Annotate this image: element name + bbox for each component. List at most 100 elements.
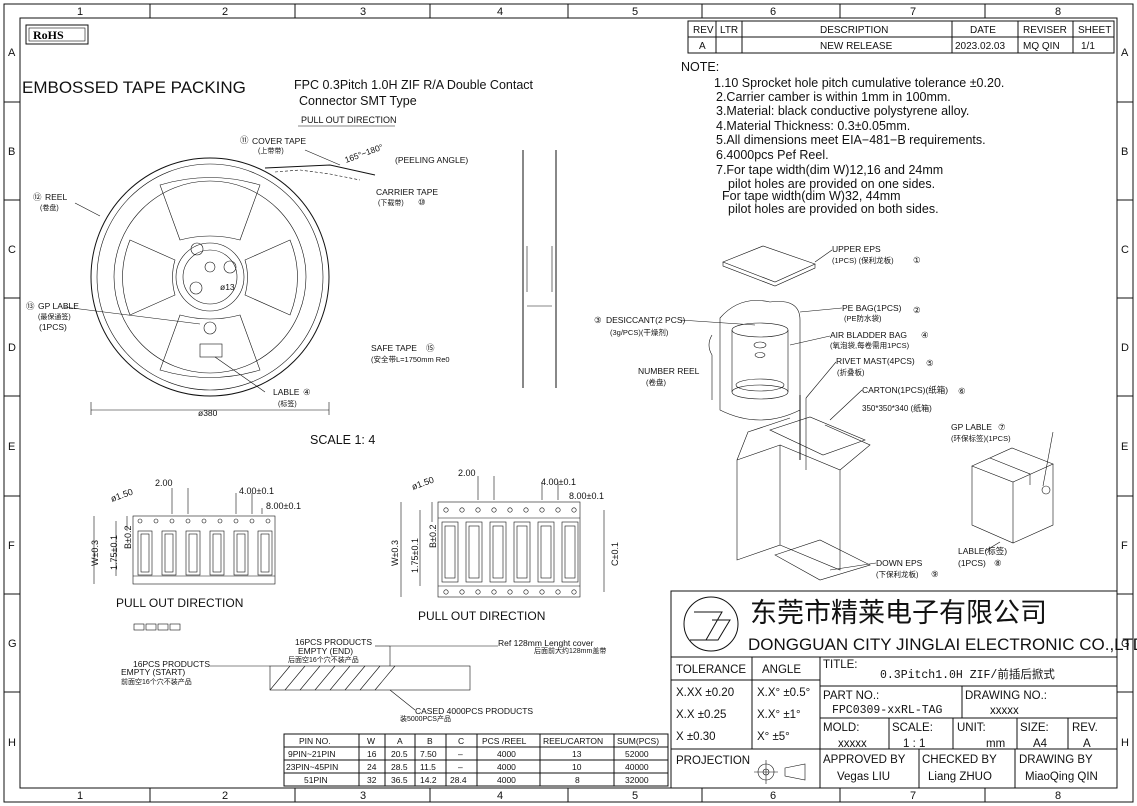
- note-item: 6.4000pcs Pef Reel.: [716, 148, 829, 162]
- row-label: G: [1121, 638, 1130, 650]
- tape-view-small: [93, 488, 276, 631]
- drawing-title-value: 0.3Pitch1.0H ZIF/前插后掀式: [880, 667, 1055, 682]
- notes-label: NOTE:: [681, 60, 719, 74]
- row-label: E: [8, 441, 15, 453]
- pin-cell: 4000: [497, 762, 516, 772]
- lable-label: LABLE: [273, 387, 300, 397]
- note-item: 1.10 Sprocket hole pitch cumulative tole…: [714, 76, 1004, 90]
- callout-number: ⑫: [33, 192, 42, 202]
- gp-lable-cn: (最保通签): [38, 312, 71, 321]
- projection-label: PROJECTION: [676, 755, 750, 767]
- pin-cell: 20.5: [391, 749, 408, 759]
- tol-angle: X.X° ±1°: [757, 709, 801, 721]
- pin-table-header: SUM(PCS): [617, 736, 659, 746]
- pin-cell: 52000: [625, 749, 649, 759]
- dim-hole: ø1.50: [109, 487, 134, 504]
- gp-lable-label: GP LABLE: [38, 301, 79, 311]
- checked-label: CHECKED BY: [922, 754, 997, 766]
- products-16-start: 16PCS PRODUCTS: [133, 659, 210, 669]
- pin-table-header: C: [458, 736, 464, 746]
- col-label: 2: [222, 6, 228, 18]
- upper-eps-label: UPPER EPS: [832, 244, 881, 254]
- peeling-angle-label: (PEELING ANGLE): [395, 155, 468, 165]
- approved-value: Vegas LIU: [837, 771, 890, 783]
- lable-label-2: LABLE(标签): [958, 546, 1007, 556]
- column-ticks: [149, 4, 986, 802]
- pin-table-header: REEL/CARTON: [543, 736, 603, 746]
- approved-label: APPROVED BY: [823, 754, 906, 766]
- rev-header: REVISER: [1023, 25, 1067, 36]
- unit-label: UNIT:: [957, 722, 986, 734]
- empty-end-label: EMPTY (END): [298, 646, 353, 656]
- row-label: E: [1121, 441, 1128, 453]
- rohs-text: RoHS: [33, 28, 64, 42]
- pin-cell: 28.4: [450, 775, 467, 785]
- pin-table-header: W: [367, 736, 375, 746]
- carton-dim: 350*350*340 (纸箱): [862, 403, 932, 413]
- rev-header: LTR: [720, 25, 738, 36]
- note-item: 4.Material Thickness: 0.3±0.05mm.: [716, 119, 910, 133]
- col-label: 3: [360, 6, 366, 18]
- pin-table-header: A: [397, 736, 403, 746]
- dim-pitch-8: 8.00±0.1: [266, 501, 301, 511]
- row-label: D: [8, 342, 16, 354]
- rev-cell: NEW RELEASE: [820, 41, 893, 52]
- pin-cell: 9PIN~21PIN: [288, 749, 336, 759]
- down-eps-cn: (下保利龙板): [876, 569, 919, 579]
- row-label: G: [8, 638, 17, 650]
- title-block: [670, 590, 1118, 789]
- callout-number: ⑬: [26, 301, 35, 311]
- callout-number: ⑮: [426, 343, 435, 353]
- safe-tape-cn: (安全带L=1750mm Re0: [371, 354, 450, 364]
- callout-number: ⑥: [958, 386, 966, 396]
- note-item: For tape width(dim W)32, 44mm: [722, 189, 901, 203]
- pin-cell: 4000: [497, 749, 516, 759]
- dim-c: C±0.1: [610, 542, 620, 566]
- pin-cell: 36.5: [391, 775, 408, 785]
- size-value: A4: [1033, 738, 1048, 750]
- dim-pitch-8: 8.00±0.1: [569, 491, 604, 501]
- tol-linear: X.XX ±0.20: [676, 687, 734, 699]
- air-bag-label: AIR BLADDER BAG: [830, 330, 907, 340]
- callout-number: ⑧: [994, 558, 1002, 568]
- size-label: SIZE:: [1020, 722, 1049, 734]
- rev-value: A: [1083, 738, 1091, 750]
- col-label: 3: [360, 790, 366, 802]
- callout-number: ⑪: [240, 135, 249, 145]
- col-label: 8: [1055, 790, 1061, 802]
- tol-linear: X ±0.30: [676, 731, 716, 743]
- note-item: 3.Material: black conductive polystyrene…: [716, 104, 969, 118]
- part-no-label: PART NO.:: [823, 690, 879, 702]
- row-label: F: [1121, 540, 1128, 552]
- col-label: 6: [770, 790, 776, 802]
- col-label: 5: [632, 6, 638, 18]
- gp-lable-qty: (1PCS): [39, 322, 67, 332]
- row-label: A: [1121, 47, 1129, 59]
- pin-cell: 16: [367, 749, 377, 759]
- callout-number: ⑦: [998, 422, 1006, 432]
- cased-label: CASED 4000PCS PRODUCTS: [415, 706, 533, 716]
- reel-cn: (卷盘): [40, 203, 59, 212]
- mold-value: xxxxx: [838, 738, 867, 750]
- notes-block: NOTE: 1.10 Sprocket hole pitch cumulativ…: [681, 60, 1004, 216]
- tol-linear: X.X ±0.25: [676, 709, 726, 721]
- pin-cell: 28.5: [391, 762, 408, 772]
- note-item: 7.For tape width(dim W)12,16 and 24mm: [716, 163, 943, 177]
- pin-table-header: PCS /REEL: [482, 736, 527, 746]
- empty-start-cn: 前面空16个穴不装产品: [121, 677, 192, 686]
- hole-dim: ø13: [220, 282, 235, 292]
- row-label: H: [1121, 737, 1129, 749]
- note-item: 5.All dimensions meet EIA−481−B requirem…: [716, 133, 986, 147]
- checked-value: Liang ZHUO: [928, 771, 992, 783]
- carton-exploded-view: [708, 245, 1054, 581]
- rev-header: REV: [693, 25, 714, 36]
- dim-pitch-2: 2.00: [155, 478, 173, 488]
- dim-pitch-2: 2.00: [458, 468, 476, 478]
- scale-note: SCALE 1: 4: [310, 433, 375, 447]
- upper-eps-cn: (1PCS) (保利龙板): [832, 255, 894, 265]
- callout-number: ②: [913, 305, 921, 315]
- tape-view-large: [400, 476, 605, 598]
- cover-tape-label: COVER TAPE: [252, 136, 306, 146]
- dim-pitch-4: 4.00±0.1: [239, 486, 274, 496]
